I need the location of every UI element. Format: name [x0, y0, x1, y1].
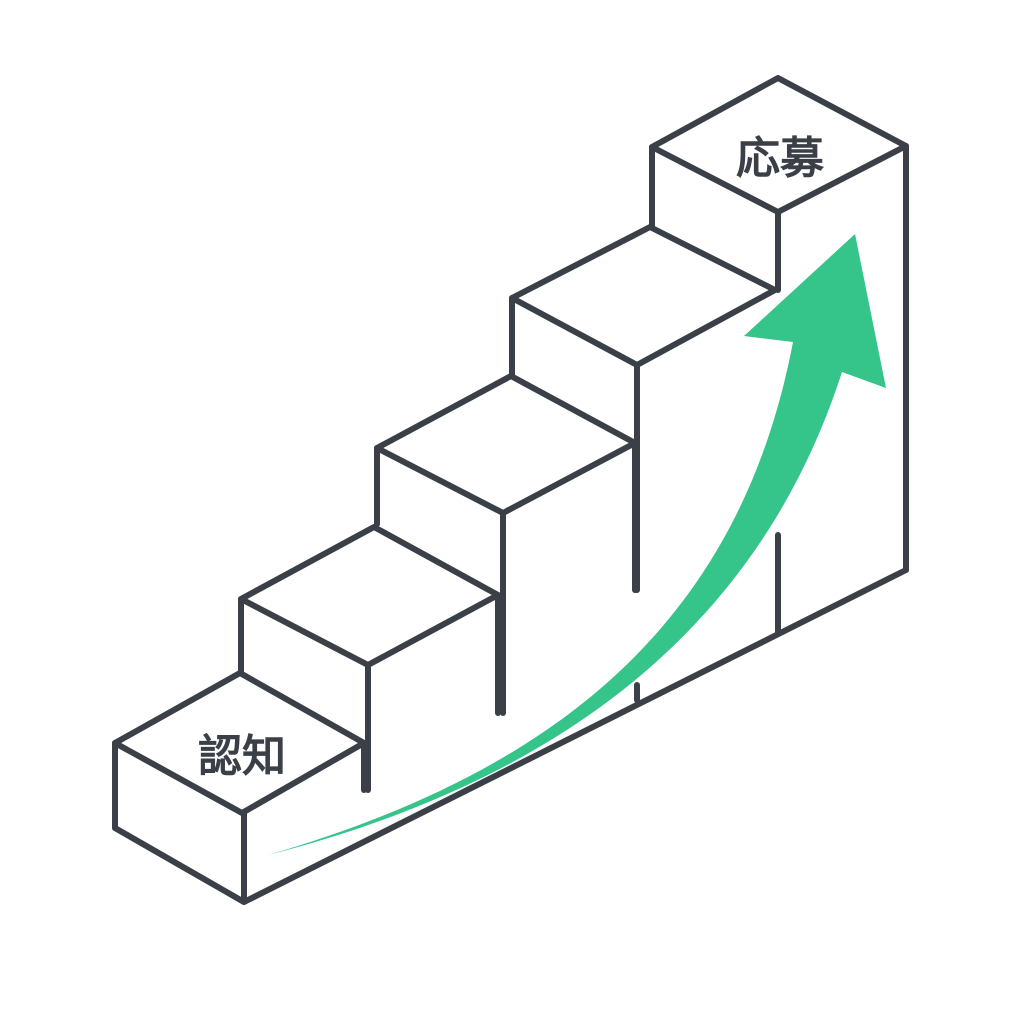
step-1: [112, 670, 367, 905]
step-2-top: [238, 524, 501, 668]
step-label-first: 認知: [198, 731, 286, 782]
step-4-top: [509, 224, 778, 368]
growth-arrow: [268, 234, 886, 855]
staircase-base: [241, 567, 909, 905]
step-2: [238, 524, 501, 716]
step-3-top: [374, 373, 638, 516]
step-4: [509, 224, 778, 703]
step-5: [649, 75, 909, 573]
step-label-last: 応募: [736, 133, 825, 184]
step-1-front: [112, 740, 247, 905]
